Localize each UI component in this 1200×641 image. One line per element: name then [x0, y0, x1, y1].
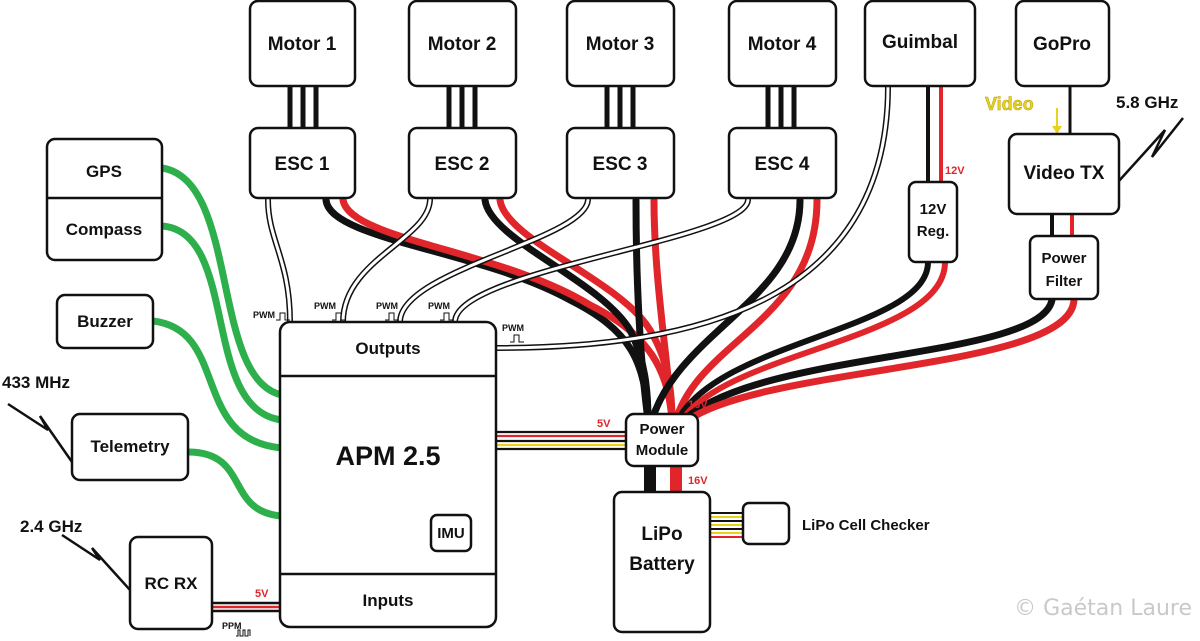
imu-box — [429, 513, 473, 553]
pwm-label-4: PWM — [428, 301, 450, 311]
pwm-label-3: PWM — [376, 301, 398, 311]
guimbal-box — [863, 0, 977, 88]
voltage-5v-power: 5V — [597, 418, 611, 430]
voltage-5v-rc: 5V — [255, 588, 269, 600]
buzzer-label: Buzzer — [77, 312, 133, 331]
balance-wires — [708, 512, 744, 538]
motor-2-label: Motor 2 — [428, 34, 497, 55]
pwm-label-2: PWM — [314, 301, 336, 311]
cell-checker-box — [741, 501, 791, 546]
pwm-label-1: PWM — [253, 310, 275, 320]
esc-1-box — [248, 126, 357, 200]
motor-3-label: Motor 3 — [586, 34, 655, 55]
antenna-2-4ghz-icon — [61, 533, 131, 591]
voltage-16v-bottom: 16V — [688, 475, 708, 487]
compass-label: Compass — [66, 220, 143, 239]
esc-4-label: ESC 4 — [755, 154, 810, 175]
green-sensor-wires — [149, 164, 286, 520]
lipo-label-2: Battery — [629, 554, 695, 575]
telemetry-box — [70, 412, 190, 482]
power-filter-box — [1028, 234, 1100, 301]
apm-outputs-label: Outputs — [355, 339, 420, 358]
freq-2-4ghz: 2.4 GHz — [20, 517, 82, 536]
regulator-12v-box — [907, 180, 959, 264]
esc-2-label: ESC 2 — [435, 154, 490, 175]
apm-inputs-label: Inputs — [363, 591, 414, 610]
esc-3-label: ESC 3 — [593, 154, 648, 175]
rc-rx-label: RC RX — [145, 574, 199, 593]
gps-label: GPS — [86, 162, 122, 181]
rc-input-wires — [210, 601, 282, 613]
gps-compass-box — [45, 137, 164, 262]
pwm-label-5: PWM — [502, 323, 524, 333]
apm-title: APM 2.5 — [335, 441, 440, 471]
motor-1-label: Motor 1 — [268, 34, 337, 55]
telemetry-label: Telemetry — [90, 437, 170, 456]
gopro-box — [1014, 0, 1111, 88]
motor-esc-wires — [287, 86, 797, 128]
apm-power-module-wire — [495, 430, 628, 451]
power-module-box — [624, 412, 700, 468]
apm-box — [278, 320, 498, 629]
regulator-label-2: Reg. — [917, 223, 950, 240]
antenna-433mhz-icon — [7, 402, 74, 463]
guimbal-label: Guimbal — [882, 32, 958, 53]
video-tx-box — [1007, 132, 1121, 216]
video-arrow — [1052, 126, 1062, 134]
pwm-signal-wires — [265, 83, 891, 351]
esc-3-box — [565, 126, 676, 200]
antenna-5-8ghz-icon — [1117, 117, 1184, 183]
lipo-battery-box — [612, 490, 712, 634]
pwm-pulse-icons — [236, 312, 524, 637]
power-module-label-2: Module — [636, 442, 689, 459]
voltage-16v-top: 16V — [688, 399, 708, 411]
lipo-label-1: LiPo — [641, 524, 682, 545]
motor-4-box — [727, 0, 838, 88]
regulator-label-1: 12V — [920, 201, 947, 218]
power-module-label-1: Power — [639, 421, 684, 438]
motor-1-box — [248, 0, 357, 88]
cell-checker-label: LiPo Cell Checker — [802, 517, 930, 534]
video-tx-label: Video TX — [1024, 163, 1105, 184]
power-filter-label-2: Filter — [1046, 273, 1083, 290]
buzzer-box — [55, 293, 155, 350]
motor-2-box — [407, 0, 518, 88]
imu-label: IMU — [437, 525, 465, 542]
power-wires — [322, 84, 1078, 498]
esc-2-box — [407, 126, 518, 200]
freq-5-8ghz: 5.8 GHz — [1116, 93, 1178, 112]
esc-1-label: ESC 1 — [275, 154, 330, 175]
voltage-12v: 12V — [945, 165, 965, 177]
video-label: Video — [985, 94, 1034, 114]
ppm-label: PPM — [222, 621, 242, 631]
motor-3-box — [565, 0, 676, 88]
power-filter-label-1: Power — [1041, 250, 1086, 267]
esc-4-box — [727, 126, 838, 200]
rc-rx-box — [128, 535, 214, 631]
copyright: © Gaétan Laure — [1014, 596, 1192, 621]
freq-433mhz: 433 MHz — [2, 373, 70, 392]
gopro-label: GoPro — [1033, 34, 1091, 55]
motor-4-label: Motor 4 — [748, 34, 817, 55]
